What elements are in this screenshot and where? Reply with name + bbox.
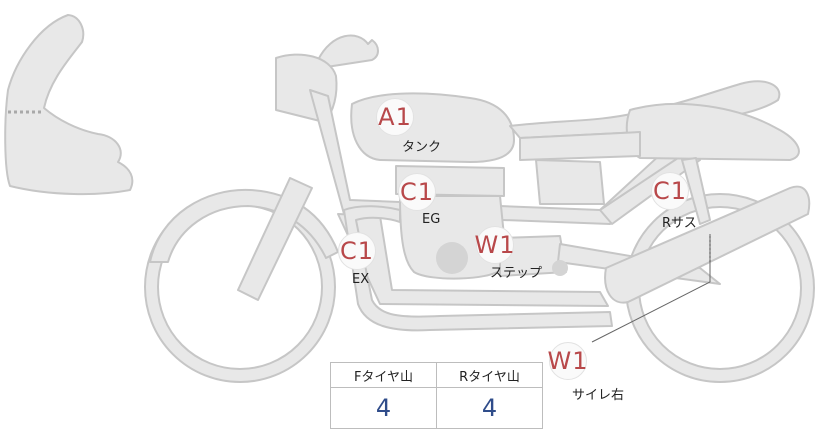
side-cover [519,131,641,161]
handlebar [317,34,379,69]
label-eg: EG [422,212,441,227]
label-step: ステップ [490,266,543,281]
marker-eg-code[interactable]: C1 [398,173,436,211]
front-cowl-part [4,14,134,196]
rear-shock [681,157,711,225]
marker-ex-code[interactable]: C1 [338,232,376,270]
marker-step-code[interactable]: W1 [475,226,515,264]
front-tire-header: Fタイヤ山 [330,362,437,388]
marker-rsus-code[interactable]: C1 [651,172,689,210]
label-rsus: Rサス [662,216,697,231]
muffler [604,185,811,304]
label-muffler-right: サイレ右 [572,388,625,403]
exhaust-pipe [343,205,613,332]
tire-tread-table: Fタイヤ山 Rタイヤ山 4 4 [330,362,543,429]
tire-table-header-row: Fタイヤ山 Rタイヤ山 [330,362,543,388]
tail-cowl [625,102,800,161]
marker-muffler-right-code[interactable]: W1 [548,342,588,380]
rear-tire-value[interactable]: 4 [436,387,543,429]
label-ex: EX [352,272,370,287]
marker-tank-code[interactable]: A1 [376,98,414,136]
tire-table-value-row: 4 4 [330,387,543,429]
rear-tire-header: Rタイヤ山 [436,362,543,388]
front-fork [237,177,313,301]
label-tank: タンク [402,140,442,155]
front-tire-value[interactable]: 4 [330,387,437,429]
